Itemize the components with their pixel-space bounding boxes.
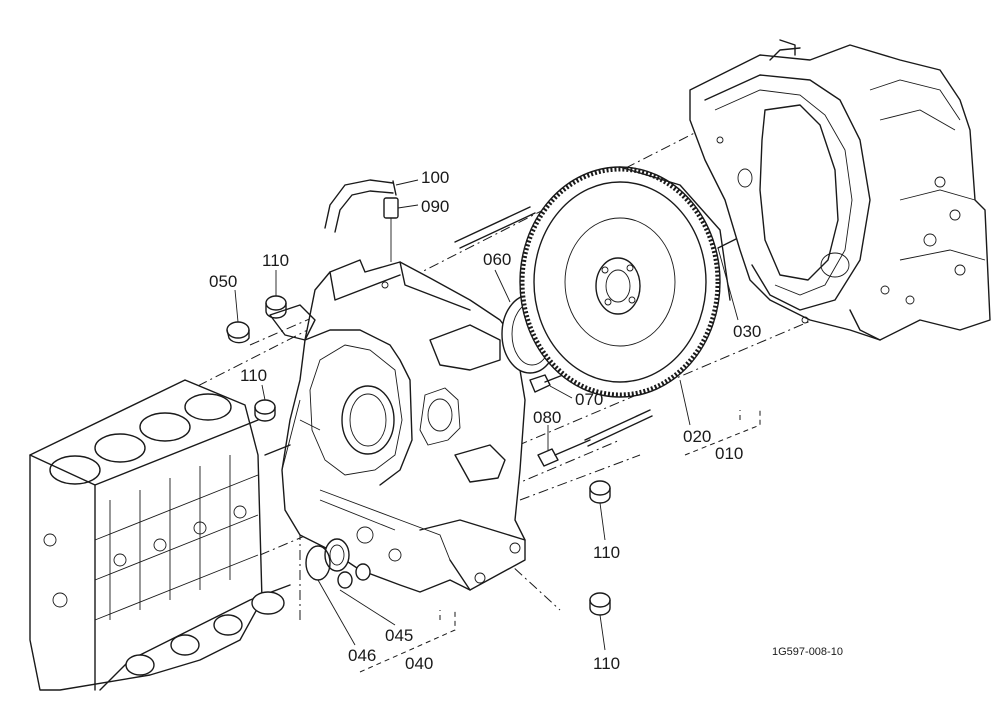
callout-040: 040	[405, 654, 433, 673]
breather-fitting	[383, 197, 399, 262]
leader-lines	[234, 179, 739, 651]
studs	[454, 206, 653, 447]
callout-100: 100	[421, 168, 449, 187]
callout-080: 080	[533, 408, 561, 427]
callout-labels: 100 090 110 050 060 110 030 070 080 020 …	[209, 168, 761, 673]
cap-050	[226, 321, 250, 344]
callout-046: 046	[348, 646, 376, 665]
callout-020: 020	[683, 427, 711, 446]
block-ribs	[43, 455, 259, 621]
engine-block	[29, 379, 291, 691]
callout-110-upper: 110	[262, 251, 289, 270]
callout-060: 060	[483, 250, 511, 269]
callout-010: 010	[715, 444, 743, 463]
clutch-housing	[689, 39, 991, 341]
flywheel	[519, 166, 731, 398]
plug-110-right-lower	[589, 592, 611, 616]
breather-hose	[324, 179, 397, 233]
callout-110-right-lower: 110	[593, 654, 620, 673]
plug-110-middle	[254, 399, 276, 422]
bolt-080	[537, 439, 591, 467]
callout-030: 030	[733, 322, 761, 341]
callout-110-right-upper: 110	[593, 543, 620, 562]
plug-110-upper	[265, 295, 287, 319]
flywheel-housing	[264, 259, 526, 593]
oil-seal-045	[324, 538, 371, 589]
callout-090: 090	[421, 197, 449, 216]
plug-110-right-upper	[589, 480, 611, 504]
callout-070: 070	[575, 390, 603, 409]
callout-050: 050	[209, 272, 237, 291]
crankshaft	[99, 584, 291, 691]
cylinder-bores	[49, 393, 232, 485]
callout-045: 045	[385, 626, 413, 645]
callout-110-middle: 110	[240, 366, 267, 385]
group-brackets	[359, 410, 761, 673]
drawing-reference-code: 1G597-008-10	[772, 646, 843, 658]
